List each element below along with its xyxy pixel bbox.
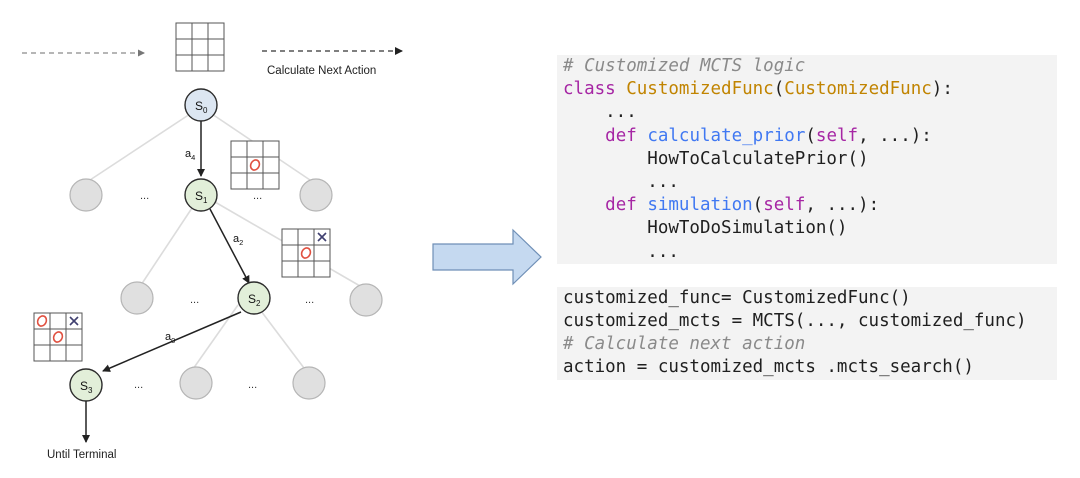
code-line: customized_func= CustomizedFunc() [557, 286, 1057, 311]
board-after-s3 [33, 312, 83, 362]
code-token [563, 126, 605, 146]
o-mark-icon [52, 331, 64, 343]
state-node-s0 [184, 88, 218, 122]
code-token: ... [563, 241, 679, 262]
code-token [563, 195, 605, 215]
state-node-s3 [69, 368, 103, 402]
o-mark-icon [36, 315, 48, 327]
code-line: ... [557, 240, 1057, 264]
mcts-tree-diagram: Calculate Next Action ... ... ... ... ..… [22, 22, 542, 461]
sibling-ellipsis: ... [190, 294, 199, 306]
sibling-ellipsis: ... [140, 190, 149, 202]
state-node-s2 [237, 281, 271, 315]
code-token: def [605, 125, 648, 146]
code-token: ... [563, 102, 637, 123]
board-frame [175, 22, 225, 72]
code-token: HowToCalculatePrior() [563, 148, 869, 169]
sibling-ellipsis: ... [253, 190, 262, 202]
action-label-a4: a4 [185, 148, 195, 162]
code-line: customized_mcts = MCTS(..., customized_f… [557, 310, 1057, 334]
unexplored-node [120, 281, 154, 315]
unexplored-node [349, 283, 383, 317]
code-token: class [563, 79, 627, 100]
code-token: simulation [647, 195, 753, 216]
until-terminal-label: Until Terminal [47, 449, 116, 461]
code-token: # Customized MCTS logic [563, 56, 806, 76]
code-token: def [605, 195, 648, 216]
code-token: ): [931, 79, 953, 100]
right-block-arrow-icon [432, 228, 542, 286]
board-initial [175, 22, 225, 72]
action-label-a2: a2 [233, 233, 243, 247]
unexplored-node [179, 366, 213, 400]
code-line: def calculate_prior(self, ...): [557, 124, 1057, 148]
unexplored-node [69, 178, 103, 212]
unexplored-node [292, 366, 326, 400]
board-after-s2 [281, 228, 331, 278]
sibling-ellipsis: ... [248, 379, 257, 391]
code-line: # Calculate next action [557, 333, 1057, 357]
calculate-next-action-label: Calculate Next Action [267, 65, 376, 77]
o-mark-icon [300, 247, 312, 259]
code-token: CustomizedFunc [626, 79, 774, 100]
code-token: customized_func= CustomizedFunc() [563, 287, 911, 308]
state-node-s1 [184, 178, 218, 212]
state-label-s0: S0 [195, 99, 208, 115]
code-token: ( [752, 195, 764, 216]
unexplored-node [299, 178, 333, 212]
code-token: ... [563, 171, 679, 192]
code-line: def simulation(self, ...): [557, 194, 1057, 218]
sibling-ellipsis: ... [134, 379, 143, 391]
code-token: # Calculate next action [563, 334, 806, 355]
code-line: class CustomizedFunc(CustomizedFunc): [557, 78, 1057, 102]
code-token: self [763, 195, 806, 216]
state-label-s2: S2 [248, 292, 261, 308]
action-label-a0: a0 [165, 331, 175, 345]
code-token: action = customized_mcts .mcts_search() [563, 357, 974, 378]
code-token: ( [773, 79, 785, 100]
sibling-ellipsis: ... [305, 294, 314, 306]
code-token: CustomizedFunc [784, 79, 932, 100]
x-mark-icon [69, 316, 79, 326]
code-token: , ...): [858, 125, 932, 146]
code-token: self [815, 125, 859, 146]
board-after-s1 [230, 140, 280, 190]
edge-s1-s2 [209, 208, 250, 284]
board-frame [33, 312, 83, 362]
code-token: customized_mcts = MCTS(..., customized_f… [563, 311, 1027, 332]
code-token: HowToDoSimulation() [563, 218, 848, 239]
code-token: ( [805, 125, 816, 146]
code-token: calculate_prior [647, 125, 806, 146]
board-frame [230, 140, 280, 190]
state-label-s1: S1 [195, 189, 208, 205]
code-line: # Customized MCTS logic [557, 55, 1057, 79]
code-line: action = customized_mcts .mcts_search() [557, 356, 1057, 380]
code-line [557, 264, 1057, 287]
state-label-s3: S3 [80, 379, 93, 395]
code-line: ... [557, 170, 1057, 195]
code-line: HowToDoSimulation() [557, 217, 1057, 241]
x-mark-icon [317, 232, 327, 242]
edge-s2-s3 [102, 311, 242, 372]
code-line: ... [557, 101, 1057, 125]
code-line: HowToCalculatePrior() [557, 147, 1057, 171]
o-mark-icon [249, 159, 261, 171]
code-token: , ...): [805, 195, 880, 216]
